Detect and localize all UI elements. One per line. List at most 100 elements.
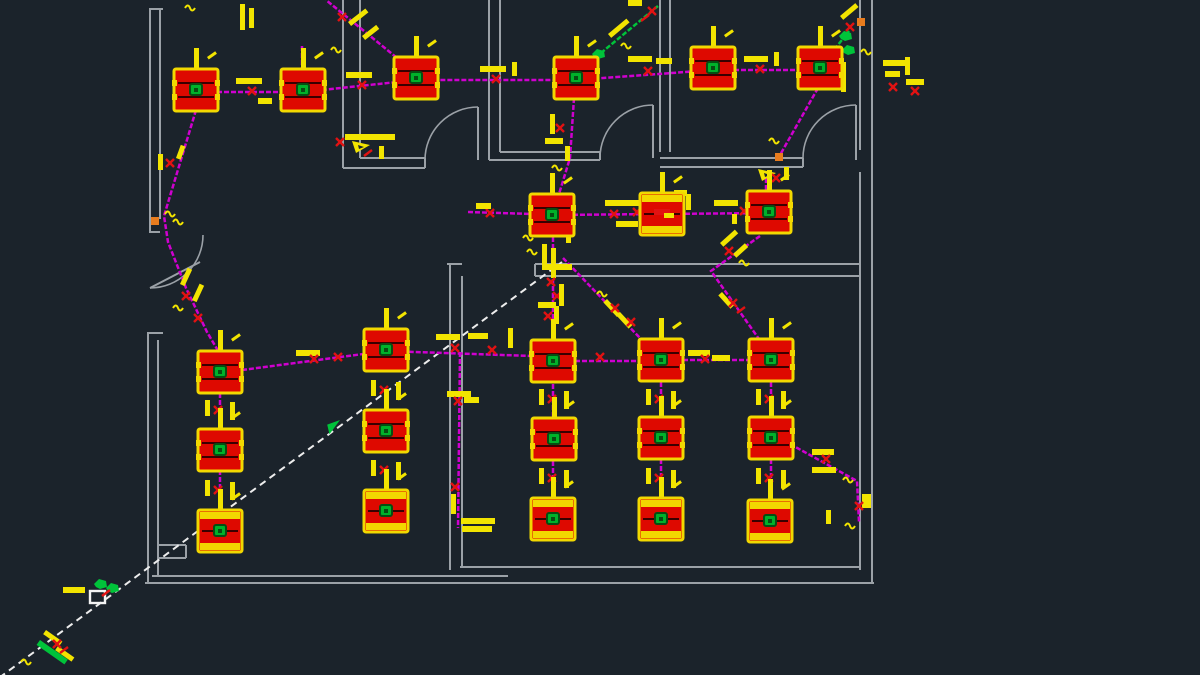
wire-hash-icon[interactable] <box>626 317 636 327</box>
hinge-point-icon[interactable] <box>857 18 865 26</box>
wire-hash-icon[interactable] <box>491 74 501 84</box>
squiggle-icon[interactable] <box>164 210 176 218</box>
diagonal-tick-icon[interactable] <box>176 144 186 160</box>
tick-bar-icon[interactable] <box>686 194 691 210</box>
tick-bar-icon[interactable] <box>605 200 645 206</box>
tick-bar-icon[interactable] <box>784 167 789 180</box>
tick-bar-icon[interactable] <box>258 98 272 104</box>
diagonal-tick-icon[interactable] <box>55 646 75 662</box>
light-fixture[interactable] <box>362 389 410 454</box>
squiggle-icon[interactable] <box>330 46 342 54</box>
squiggle-icon[interactable] <box>526 248 538 256</box>
diagonal-tick-icon[interactable] <box>348 8 369 26</box>
tick-bar-icon[interactable] <box>688 350 710 356</box>
wire-hash-icon[interactable] <box>728 298 738 308</box>
tick-bar-icon[interactable] <box>906 79 924 85</box>
tick-bar-icon[interactable] <box>559 284 564 306</box>
hinge-point-icon[interactable] <box>151 217 159 225</box>
tick-bar-icon[interactable] <box>63 587 85 593</box>
tick-bar-icon[interactable] <box>158 154 163 170</box>
light-fixture[interactable] <box>796 26 844 91</box>
circuit-wire[interactable] <box>456 351 462 529</box>
light-fixture[interactable] <box>638 172 686 237</box>
light-fixture[interactable] <box>528 173 576 238</box>
white-node-icon[interactable] <box>88 589 107 605</box>
tick-bar-icon[interactable] <box>646 389 651 405</box>
squiggle-icon[interactable] <box>842 476 854 484</box>
tick-bar-icon[interactable] <box>545 138 563 144</box>
door-swing-arc[interactable] <box>424 106 479 161</box>
diagonal-tick-icon[interactable] <box>362 24 380 40</box>
wire-hash-icon[interactable] <box>595 352 605 362</box>
wire-hash-icon[interactable] <box>755 64 765 74</box>
light-fixture[interactable] <box>196 408 244 473</box>
tick-bar-icon[interactable] <box>476 203 491 209</box>
tick-bar-icon[interactable] <box>542 244 547 270</box>
tick-bar-icon[interactable] <box>671 391 676 409</box>
circuit-wire[interactable] <box>241 349 533 372</box>
diagonal-tick-icon[interactable] <box>43 630 63 646</box>
tick-bar-icon[interactable] <box>554 306 559 324</box>
tick-bar-icon[interactable] <box>379 146 384 159</box>
tick-bar-icon[interactable] <box>468 333 488 339</box>
circuit-wire[interactable] <box>709 234 773 357</box>
squiggle-icon[interactable] <box>768 137 780 145</box>
diagonal-tick-icon[interactable] <box>603 298 621 318</box>
tick-bar-icon[interactable] <box>671 470 676 488</box>
tick-bar-icon[interactable] <box>396 382 401 400</box>
wire-hash-icon[interactable] <box>854 501 864 511</box>
tick-bar-icon[interactable] <box>371 380 376 396</box>
light-fixture[interactable] <box>529 319 577 384</box>
squiggle-icon[interactable] <box>20 658 32 666</box>
tick-bar-icon[interactable] <box>546 264 572 270</box>
tick-bar-icon[interactable] <box>732 214 737 224</box>
diagonal-tick-icon[interactable] <box>192 283 205 303</box>
tick-bar-icon[interactable] <box>436 334 460 340</box>
wire-hash-icon[interactable] <box>52 639 62 649</box>
switch-arrow-icon[interactable] <box>352 141 370 153</box>
hinge-point-icon[interactable] <box>775 153 783 161</box>
wire-hash-icon[interactable] <box>821 454 831 464</box>
light-fixture[interactable] <box>552 36 600 101</box>
wire-hash-icon[interactable] <box>546 277 556 287</box>
wire-hash-icon[interactable] <box>357 80 367 90</box>
leader-line[interactable] <box>0 261 563 675</box>
circuit-wire[interactable] <box>325 0 403 63</box>
tick-bar-icon[interactable] <box>826 510 831 524</box>
wall-device-icon[interactable] <box>862 494 871 508</box>
light-fixture[interactable] <box>279 48 327 113</box>
diagonal-tick-icon[interactable] <box>179 267 193 287</box>
light-fixture[interactable] <box>530 397 578 462</box>
tick-bar-icon[interactable] <box>249 8 254 28</box>
tick-bar-icon[interactable] <box>564 391 569 409</box>
tick-bar-icon[interactable] <box>656 58 672 64</box>
tick-bar-icon[interactable] <box>646 468 651 484</box>
light-fixture[interactable] <box>392 36 440 101</box>
tick-bar-icon[interactable] <box>756 468 761 484</box>
light-fixture[interactable] <box>196 489 244 554</box>
squiggle-icon[interactable] <box>844 522 856 530</box>
wire-hash-icon[interactable] <box>309 354 319 364</box>
wire-hash-icon[interactable] <box>333 352 343 362</box>
tick-bar-icon[interactable] <box>205 480 210 496</box>
tick-bar-icon[interactable] <box>447 391 471 397</box>
tick-bar-icon[interactable] <box>781 391 786 409</box>
tick-bar-icon[interactable] <box>512 62 517 76</box>
light-fixture[interactable] <box>529 477 577 542</box>
tick-bar-icon[interactable] <box>774 52 779 66</box>
wire-slash-icon[interactable] <box>736 306 746 314</box>
tick-bar-icon[interactable] <box>538 302 556 308</box>
light-fixture[interactable] <box>745 170 793 235</box>
circuit-wire[interactable] <box>789 442 861 523</box>
wire-hash-icon[interactable] <box>485 208 495 218</box>
light-fixture[interactable] <box>362 308 410 373</box>
wire-hash-icon[interactable] <box>487 345 497 355</box>
diagonal-tick-icon[interactable] <box>720 229 739 247</box>
tick-bar-icon[interactable] <box>539 468 544 484</box>
tick-bar-icon[interactable] <box>396 462 401 480</box>
squiggle-icon[interactable] <box>184 4 196 12</box>
tick-bar-icon[interactable] <box>564 470 569 488</box>
diagonal-tick-icon[interactable] <box>840 3 859 20</box>
